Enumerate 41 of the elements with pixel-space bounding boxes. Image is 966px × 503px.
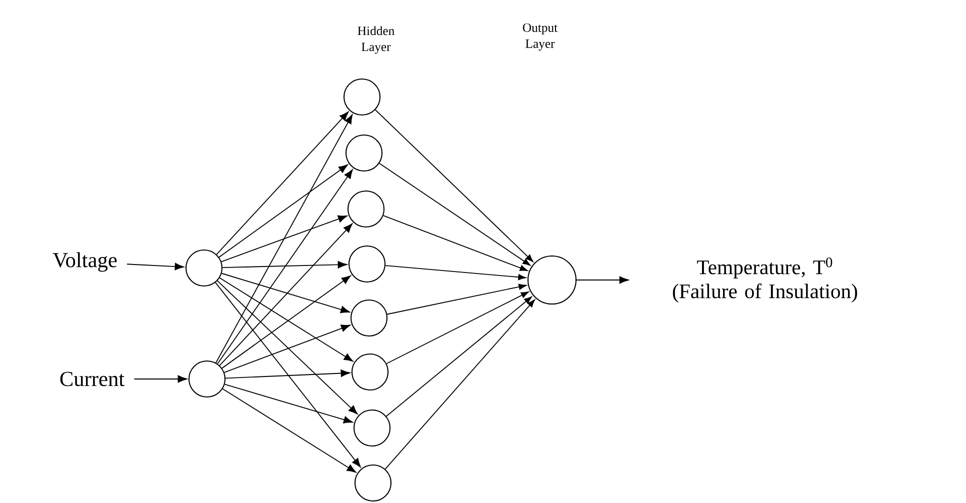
node-label: Current <box>60 372 124 386</box>
arrow <box>220 215 348 262</box>
neuron-circle <box>350 299 388 337</box>
arrow <box>216 112 349 255</box>
arrow <box>217 169 353 364</box>
neuron-circle <box>353 409 391 447</box>
arrow <box>134 375 188 383</box>
arrow <box>215 114 353 364</box>
arrow <box>385 265 526 280</box>
neuron-circle <box>343 78 381 116</box>
node-label: Temperature, T$^{0}$ (Failure of Insulation) <box>672 258 858 302</box>
arrow <box>215 282 361 468</box>
neuron-circle <box>354 464 392 502</box>
neuron-circle <box>347 190 385 228</box>
arrow <box>378 162 530 266</box>
layer-heading: Hidden Layer <box>358 26 394 54</box>
node-label: Voltage <box>52 252 117 272</box>
arrow <box>224 324 350 373</box>
arrow <box>576 276 629 284</box>
neuron-circle <box>527 255 577 305</box>
arrow <box>382 215 528 271</box>
arrow <box>386 284 526 315</box>
arrow <box>386 292 529 364</box>
arrow <box>222 261 348 268</box>
arrow <box>221 272 350 314</box>
neuron-circle <box>348 245 386 283</box>
arrow <box>222 388 356 473</box>
arrow <box>224 384 353 424</box>
neuron-circle <box>345 134 383 172</box>
arrow <box>374 109 534 262</box>
arrow <box>384 299 535 470</box>
arrow <box>386 296 532 417</box>
arrow <box>219 223 352 366</box>
arrow <box>225 370 350 379</box>
neuron-circle <box>185 249 223 287</box>
arrow <box>216 280 358 414</box>
neuron-circle <box>188 360 226 398</box>
layer-heading: Output Layer <box>522 23 558 51</box>
neuron-circle <box>351 353 389 391</box>
arrow <box>126 262 184 270</box>
arrow <box>218 164 348 258</box>
